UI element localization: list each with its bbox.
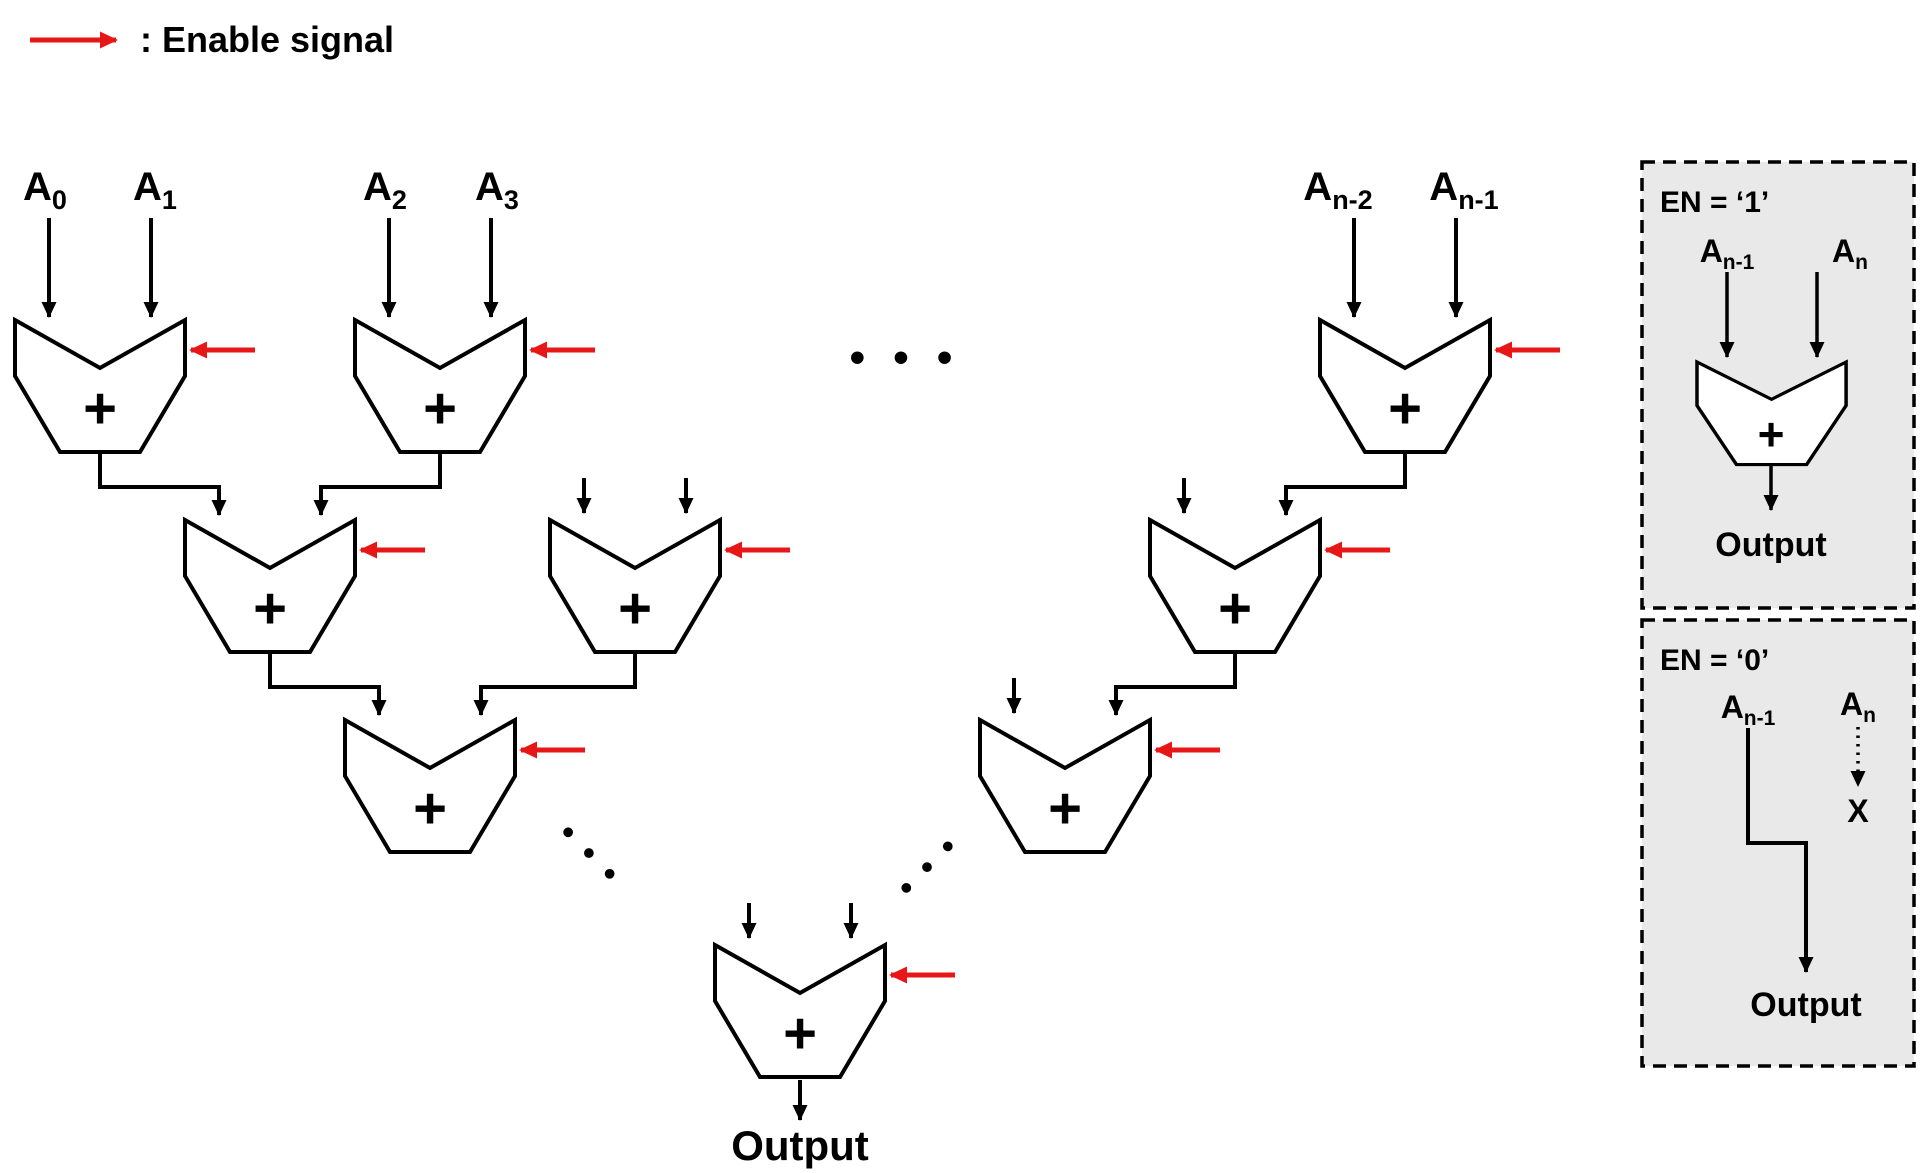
adder-row2-mid: + <box>548 478 790 654</box>
ellipsis-right: • • • <box>889 826 969 906</box>
plus-sign: + <box>83 376 117 441</box>
input-arrows <box>41 218 1464 318</box>
connection-wire <box>268 652 387 716</box>
adder-row3-right: + <box>978 678 1220 854</box>
plus-sign: + <box>1048 776 1082 841</box>
connection-wire <box>473 652 637 716</box>
connection-wire <box>1278 452 1407 516</box>
input-label-a3: A3 <box>475 165 519 215</box>
plus-sign: + <box>1758 408 1785 460</box>
panel-en1-input-right-label: An <box>1832 233 1868 274</box>
input-labels: A0 A1 A2 A3 An-2 An-1 <box>23 165 1499 215</box>
plus-sign: + <box>1388 376 1422 441</box>
panel-en0: EN = ‘0’ An-1 An X Output <box>1640 618 1916 1068</box>
plus-sign: + <box>783 1001 817 1066</box>
plus-sign: + <box>423 376 457 441</box>
adder-row1-left: + <box>13 318 255 454</box>
plus-sign: + <box>253 576 287 641</box>
plus-sign: + <box>618 576 652 641</box>
adder-row3-left: + <box>343 718 585 854</box>
input-label-a0: A0 <box>23 165 67 215</box>
panel-en1-input-left-label: An-1 <box>1700 233 1755 274</box>
panel-en0-input-left-label: An-1 <box>1721 689 1776 730</box>
ellipsis-top: • • • <box>850 333 961 382</box>
panel-en0-title: EN = ‘0’ <box>1660 644 1769 677</box>
legend-label: : Enable signal <box>140 19 394 60</box>
panel-en0-output-label: Output <box>1750 986 1861 1024</box>
panel-en1: EN = ‘1’ An-1 An + Output <box>1640 160 1916 610</box>
input-label-a1: A1 <box>133 165 177 215</box>
adder-row1-mid: + <box>353 318 595 454</box>
connection-wire <box>1108 652 1237 716</box>
plus-sign: + <box>413 776 447 841</box>
adder-row2-right: + <box>1148 478 1390 654</box>
legend: : Enable signal <box>30 19 394 60</box>
adder-row2-left: + <box>183 518 425 654</box>
bypass-wire <box>1746 728 1814 973</box>
connections-row1-row2 <box>98 452 1407 516</box>
input-label-a2: A2 <box>363 165 407 215</box>
adder-row1-right: + <box>1318 318 1560 454</box>
adder-final: + Output <box>713 903 955 1169</box>
plus-sign: + <box>1218 576 1252 641</box>
input-label-an1: An-1 <box>1429 165 1498 215</box>
panel-en1-title: EN = ‘1’ <box>1660 186 1769 219</box>
x-mark: X <box>1847 793 1869 829</box>
panel-en1-output-label: Output <box>1715 526 1826 564</box>
connection-wire <box>98 452 227 516</box>
panel-en1-box <box>1640 160 1916 610</box>
connection-wire <box>313 452 442 516</box>
panel-en0-input-right-label: An <box>1840 686 1876 727</box>
ellipsis-left: • • • <box>550 815 630 895</box>
input-label-an2: An-2 <box>1303 165 1372 215</box>
connections-row2-row3 <box>268 652 1237 716</box>
output-label: Output <box>731 1122 869 1169</box>
